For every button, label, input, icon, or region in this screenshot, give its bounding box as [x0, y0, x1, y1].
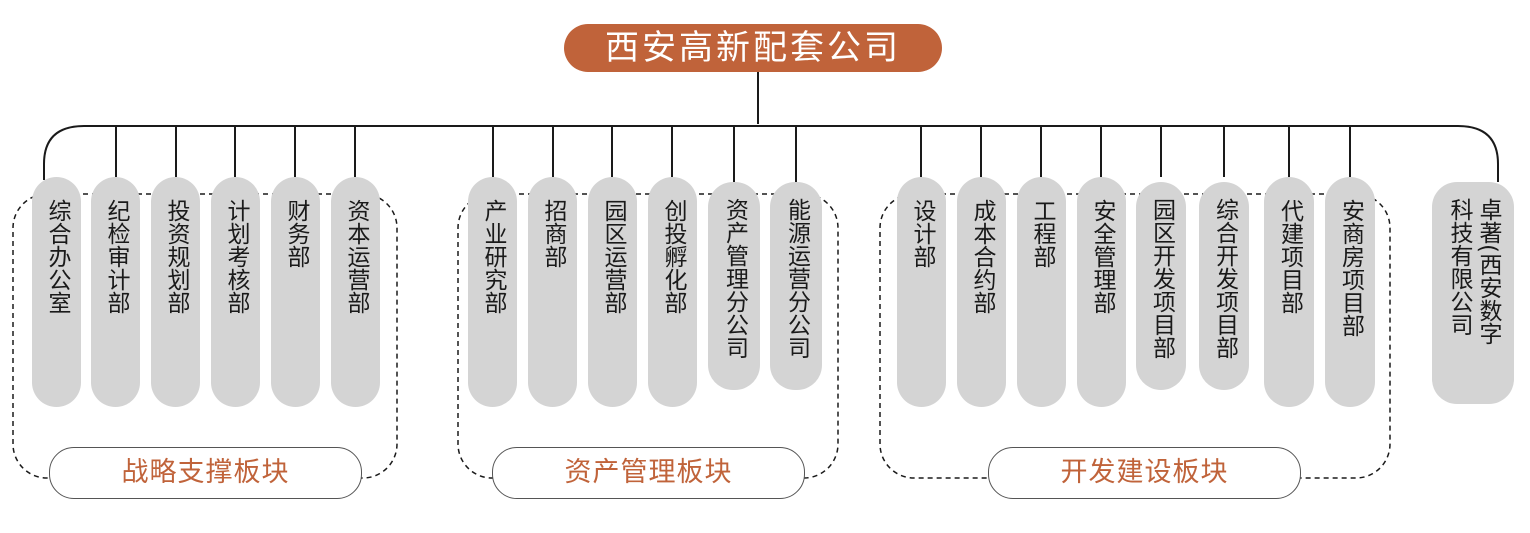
dept-box: 投资规划部 [151, 177, 200, 407]
dept-box: 工程部 [1017, 177, 1066, 407]
dept-box: 综合办公室 [32, 177, 81, 407]
dept-label: 成本合约部 [969, 199, 995, 314]
subsidiary-label-col2: 科技有限公司 [1446, 198, 1472, 336]
dept-box: 园区运营部 [588, 177, 637, 407]
segment-label-strategy: 战略支撑板块 [49, 447, 362, 499]
dept-label: 产业研究部 [480, 199, 506, 314]
dept-label: 园区开发项目部 [1148, 198, 1175, 359]
dept-label: 纪检审计部 [103, 199, 129, 314]
segment-label-development: 开发建设板块 [988, 447, 1301, 499]
dept-box: 代建项目部 [1264, 177, 1314, 407]
dept-label: 财务部 [283, 199, 309, 268]
dept-label: 工程部 [1029, 199, 1055, 268]
dept-label: 资产管理分公司 [721, 198, 748, 359]
dept-label: 能源运营分公司 [783, 198, 810, 359]
dept-box: 纪检审计部 [91, 177, 140, 407]
segment-label-asset: 资产管理板块 [492, 447, 805, 499]
dept-box: 安商房项目部 [1325, 177, 1375, 407]
dept-box: 园区开发项目部 [1136, 182, 1186, 390]
dept-label: 综合办公室 [44, 199, 70, 314]
dept-box: 成本合约部 [957, 177, 1006, 407]
dept-label: 资本运营部 [343, 199, 369, 314]
dept-box: 能源运营分公司 [770, 182, 822, 390]
dept-box: 设计部 [897, 177, 946, 407]
dept-label: 综合开发项目部 [1211, 198, 1238, 359]
dept-box: 招商部 [528, 177, 577, 407]
dept-box: 资本运营部 [331, 177, 380, 407]
dept-label: 计划考核部 [223, 199, 249, 314]
dept-box: 财务部 [271, 177, 320, 407]
main-bracket [43, 125, 1499, 182]
dept-box: 综合开发项目部 [1199, 182, 1249, 390]
dept-box: 安全管理部 [1077, 177, 1126, 407]
dept-label: 代建项目部 [1276, 199, 1303, 314]
dept-label: 设计部 [909, 199, 935, 268]
subsidiary-box: 卓著(西安数字 科技有限公司 [1432, 182, 1514, 404]
dept-box: 产业研究部 [468, 177, 517, 407]
dept-label: 投资规划部 [163, 199, 189, 314]
root-company-box: 西安高新配套公司 [564, 24, 942, 72]
dept-box: 创投孵化部 [648, 177, 697, 407]
dept-box: 资产管理分公司 [708, 182, 760, 390]
dept-label: 安全管理部 [1089, 199, 1115, 314]
subsidiary-label-col1: 卓著(西安数字 [1475, 198, 1501, 345]
dept-label: 招商部 [540, 199, 566, 268]
dept-label: 园区运营部 [600, 199, 626, 314]
dept-label: 创投孵化部 [660, 199, 686, 314]
dept-label: 安商房项目部 [1337, 199, 1364, 337]
dept-box: 计划考核部 [211, 177, 260, 407]
